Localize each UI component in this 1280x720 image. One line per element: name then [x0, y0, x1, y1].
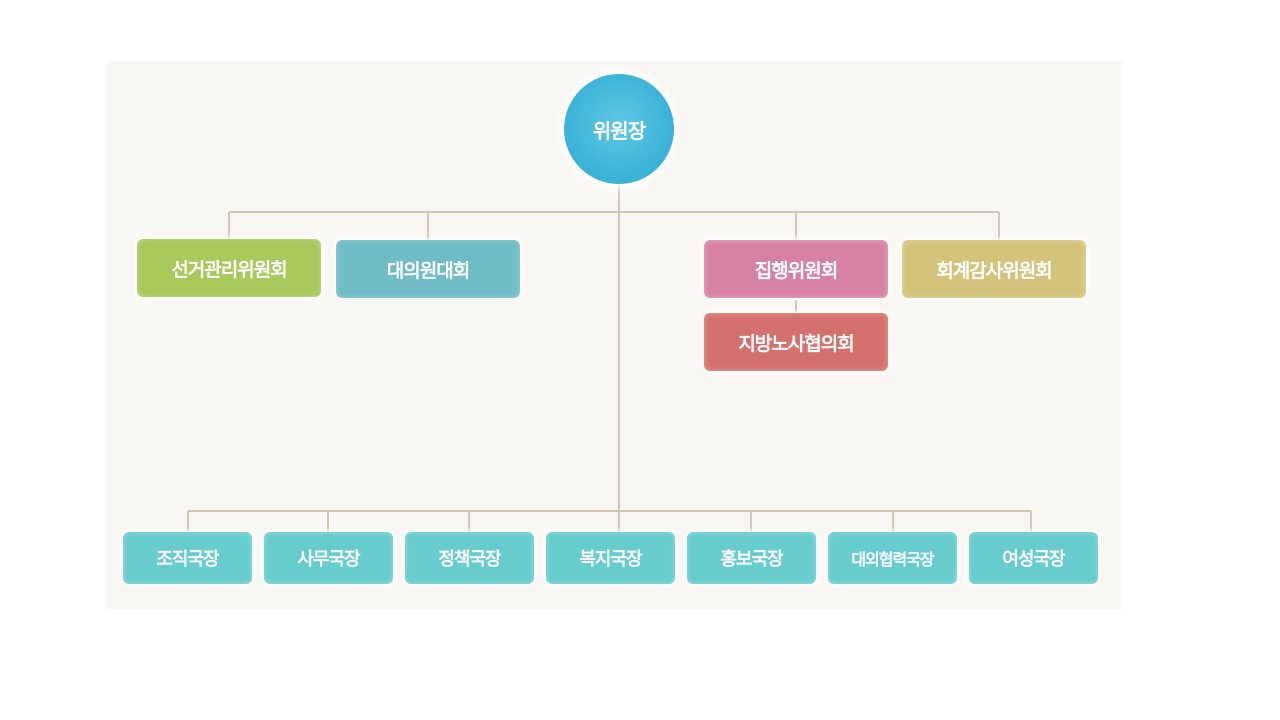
node-executive-committee: 집행위원회	[704, 240, 888, 298]
org-chart-panel: 위원장 선거관리위원회 대의원대회 집행위원회 회계감사위원회 지방노사협의회 …	[107, 61, 1122, 609]
node-dept-public-relations: 홍보국장	[687, 532, 816, 584]
node-audit-committee-label: 회계감사위원회	[936, 259, 1052, 282]
node-delegates-convention: 대의원대회	[336, 240, 520, 298]
node-regional-council-label: 지방노사협의회	[738, 332, 854, 355]
node-dept-general-affairs: 사무국장	[264, 532, 393, 584]
node-chairman: 위원장	[564, 74, 674, 184]
node-dept-label: 여성국장	[1002, 549, 1065, 570]
node-dept-label: 홍보국장	[720, 549, 783, 570]
node-dept-women: 여성국장	[969, 532, 1098, 584]
node-dept-label: 사무국장	[297, 549, 360, 570]
node-audit-committee: 회계감사위원회	[902, 240, 1086, 298]
node-dept-external-cooperation: 대외협력국장	[828, 532, 957, 584]
node-delegates-convention-label: 대의원대회	[386, 259, 470, 282]
node-executive-committee-label: 집행위원회	[754, 259, 838, 282]
connector-lines	[187, 183, 1032, 532]
node-dept-label: 복지국장	[579, 549, 642, 570]
node-dept-label: 조직국장	[156, 549, 219, 570]
node-dept-welfare: 복지국장	[546, 532, 675, 584]
node-dept-organization: 조직국장	[123, 532, 252, 584]
node-dept-label: 대외협력국장	[851, 550, 934, 569]
node-election-committee: 선거관리위원회	[137, 239, 321, 297]
node-election-committee-label: 선거관리위원회	[171, 258, 287, 281]
node-chairman-label: 위원장	[592, 118, 646, 143]
node-dept-policy: 정책국장	[405, 532, 534, 584]
node-dept-label: 정책국장	[438, 549, 501, 570]
node-regional-council: 지방노사협의회	[704, 313, 888, 371]
